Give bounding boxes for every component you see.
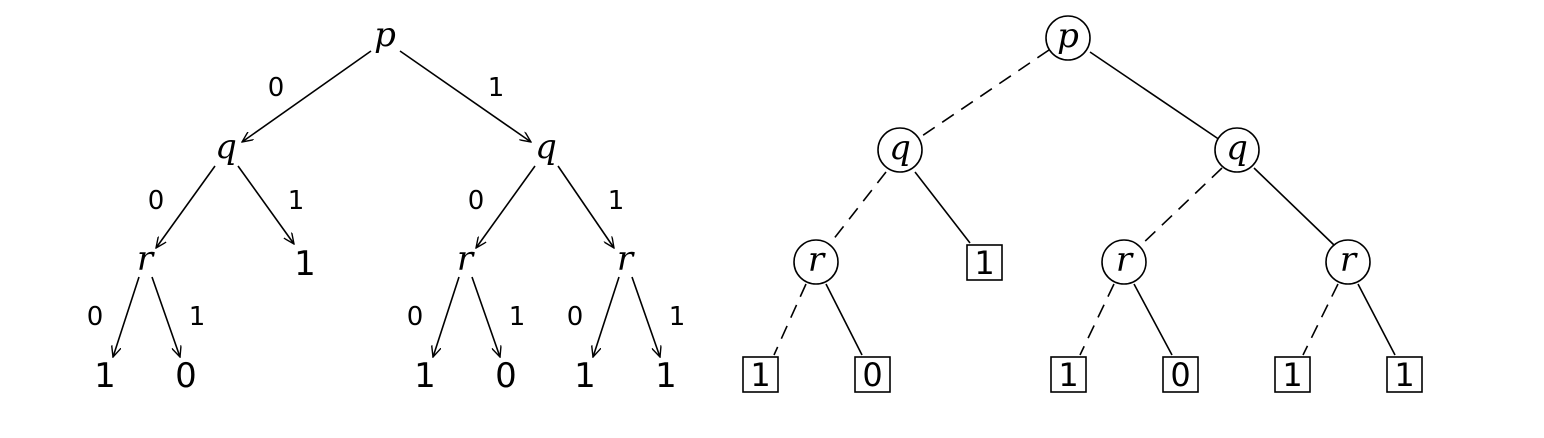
- bdd-node-r3: r: [1325, 239, 1371, 285]
- bdd-edge-r3-leaf6: [1357, 283, 1396, 356]
- bdd-node-r3-label: r: [1340, 240, 1358, 280]
- bdd-terminal-4-label: 0: [1170, 356, 1190, 394]
- bdd-terminal-1-label: 1: [750, 356, 770, 394]
- bdd-node-q2-label: q: [1226, 128, 1248, 168]
- bdd-terminal-4: 0: [1162, 356, 1199, 394]
- edge-q2-r3: [557, 165, 614, 248]
- edge-p-q2: [399, 50, 531, 142]
- edge-label-r3-right: 1: [669, 302, 686, 332]
- edge-q1-r1: [156, 165, 216, 248]
- bdd-edge-q1-r1: [828, 171, 887, 246]
- edge-r2-leaf4: [471, 276, 500, 357]
- edge-r3-leaf5: [593, 276, 620, 357]
- dt-leaf-5: 1: [574, 356, 596, 396]
- bdd-terminal-3: 1: [1050, 356, 1087, 394]
- bdd-tree: p q q r r r 1 1: [742, 15, 1423, 394]
- dt-node-q1: q: [215, 127, 237, 167]
- bdd-terminal-2: 0: [854, 356, 891, 394]
- bdd-terminal-3-label: 1: [1058, 356, 1078, 394]
- bdd-node-q1: q: [877, 127, 923, 173]
- edge-r2-leaf3: [433, 276, 460, 357]
- bdd-edge-r2-leaf3: [1079, 283, 1115, 356]
- edge-r1-leaf1: [113, 276, 140, 357]
- edge-label-q2-left: 0: [468, 186, 485, 216]
- bdd-terminal-q1-right: 1: [966, 244, 1003, 282]
- bdd-edge-r2-leaf4: [1133, 283, 1173, 356]
- bdd-node-r1: r: [793, 239, 839, 285]
- bdd-node-r2: r: [1101, 239, 1147, 285]
- dt-leaf-3: 1: [414, 356, 436, 396]
- bdd-node-r2-label: r: [1116, 240, 1134, 280]
- edge-p-q1: [242, 50, 372, 142]
- dt-node-p: p: [374, 15, 396, 55]
- bdd-edge-q2-r3: [1253, 167, 1335, 246]
- bdd-terminal-6: 1: [1386, 356, 1423, 394]
- bdd-terminal-1: 1: [742, 356, 779, 394]
- bdd-node-r1-label: r: [808, 240, 826, 280]
- bdd-terminal-5: 1: [1274, 356, 1311, 394]
- dt-leaf-4: 0: [495, 356, 517, 396]
- bdd-edge-p-q2: [1089, 51, 1221, 141]
- edge-label-q2-right: 1: [608, 186, 625, 216]
- bdd-node-p: p: [1045, 15, 1091, 61]
- dt-leaf-2: 0: [175, 356, 197, 396]
- decision-tree: 0 1 0 1 0 1 0 1 0 1 0 1 p q q r 1 r r 1 …: [87, 15, 686, 396]
- bdd-terminal-6-label: 1: [1394, 356, 1414, 394]
- bdd-edge-p-q1: [918, 49, 1050, 139]
- dt-node-r3: r: [617, 239, 635, 279]
- dt-leaf-6: 1: [655, 356, 677, 396]
- edge-label-q1-right: 1: [288, 186, 305, 216]
- edge-label-r3-left: 0: [567, 302, 584, 332]
- dt-leaf-q1-right: 1: [294, 244, 316, 284]
- bdd-node-q1-label: q: [889, 128, 911, 168]
- bdd-terminal-q1-right-label: 1: [974, 244, 994, 282]
- bdd-node-p-label: p: [1057, 16, 1079, 56]
- edge-label-p-right: 1: [488, 73, 505, 103]
- bdd-edge-r1-leaf2: [825, 283, 863, 356]
- bdd-edge-q1-leaf: [914, 171, 971, 244]
- edge-r3-leaf6: [631, 276, 660, 357]
- edge-q2-r2: [476, 165, 536, 248]
- edge-label-q1-left: 0: [148, 186, 165, 216]
- edge-label-r2-left: 0: [407, 302, 424, 332]
- edge-label-p-left: 0: [268, 73, 285, 103]
- dt-node-q2: q: [535, 127, 557, 167]
- edge-label-r2-right: 1: [509, 302, 526, 332]
- dt-node-r2: r: [457, 239, 475, 279]
- edge-r1-leaf2: [151, 276, 180, 357]
- edge-q1-leaf: [237, 165, 294, 244]
- edge-label-r1-right: 1: [189, 302, 206, 332]
- bdd-node-q2: q: [1214, 127, 1260, 173]
- bdd-terminal-2-label: 0: [862, 356, 882, 394]
- bdd-edge-q2-r2: [1138, 167, 1223, 248]
- bdd-edge-r3-leaf5: [1302, 283, 1339, 356]
- bdd-edge-r1-leaf1: [773, 283, 807, 356]
- dt-leaf-1: 1: [94, 356, 116, 396]
- dt-node-r1: r: [137, 239, 155, 279]
- bdd-terminal-5-label: 1: [1282, 356, 1302, 394]
- edge-label-r1-left: 0: [87, 302, 104, 332]
